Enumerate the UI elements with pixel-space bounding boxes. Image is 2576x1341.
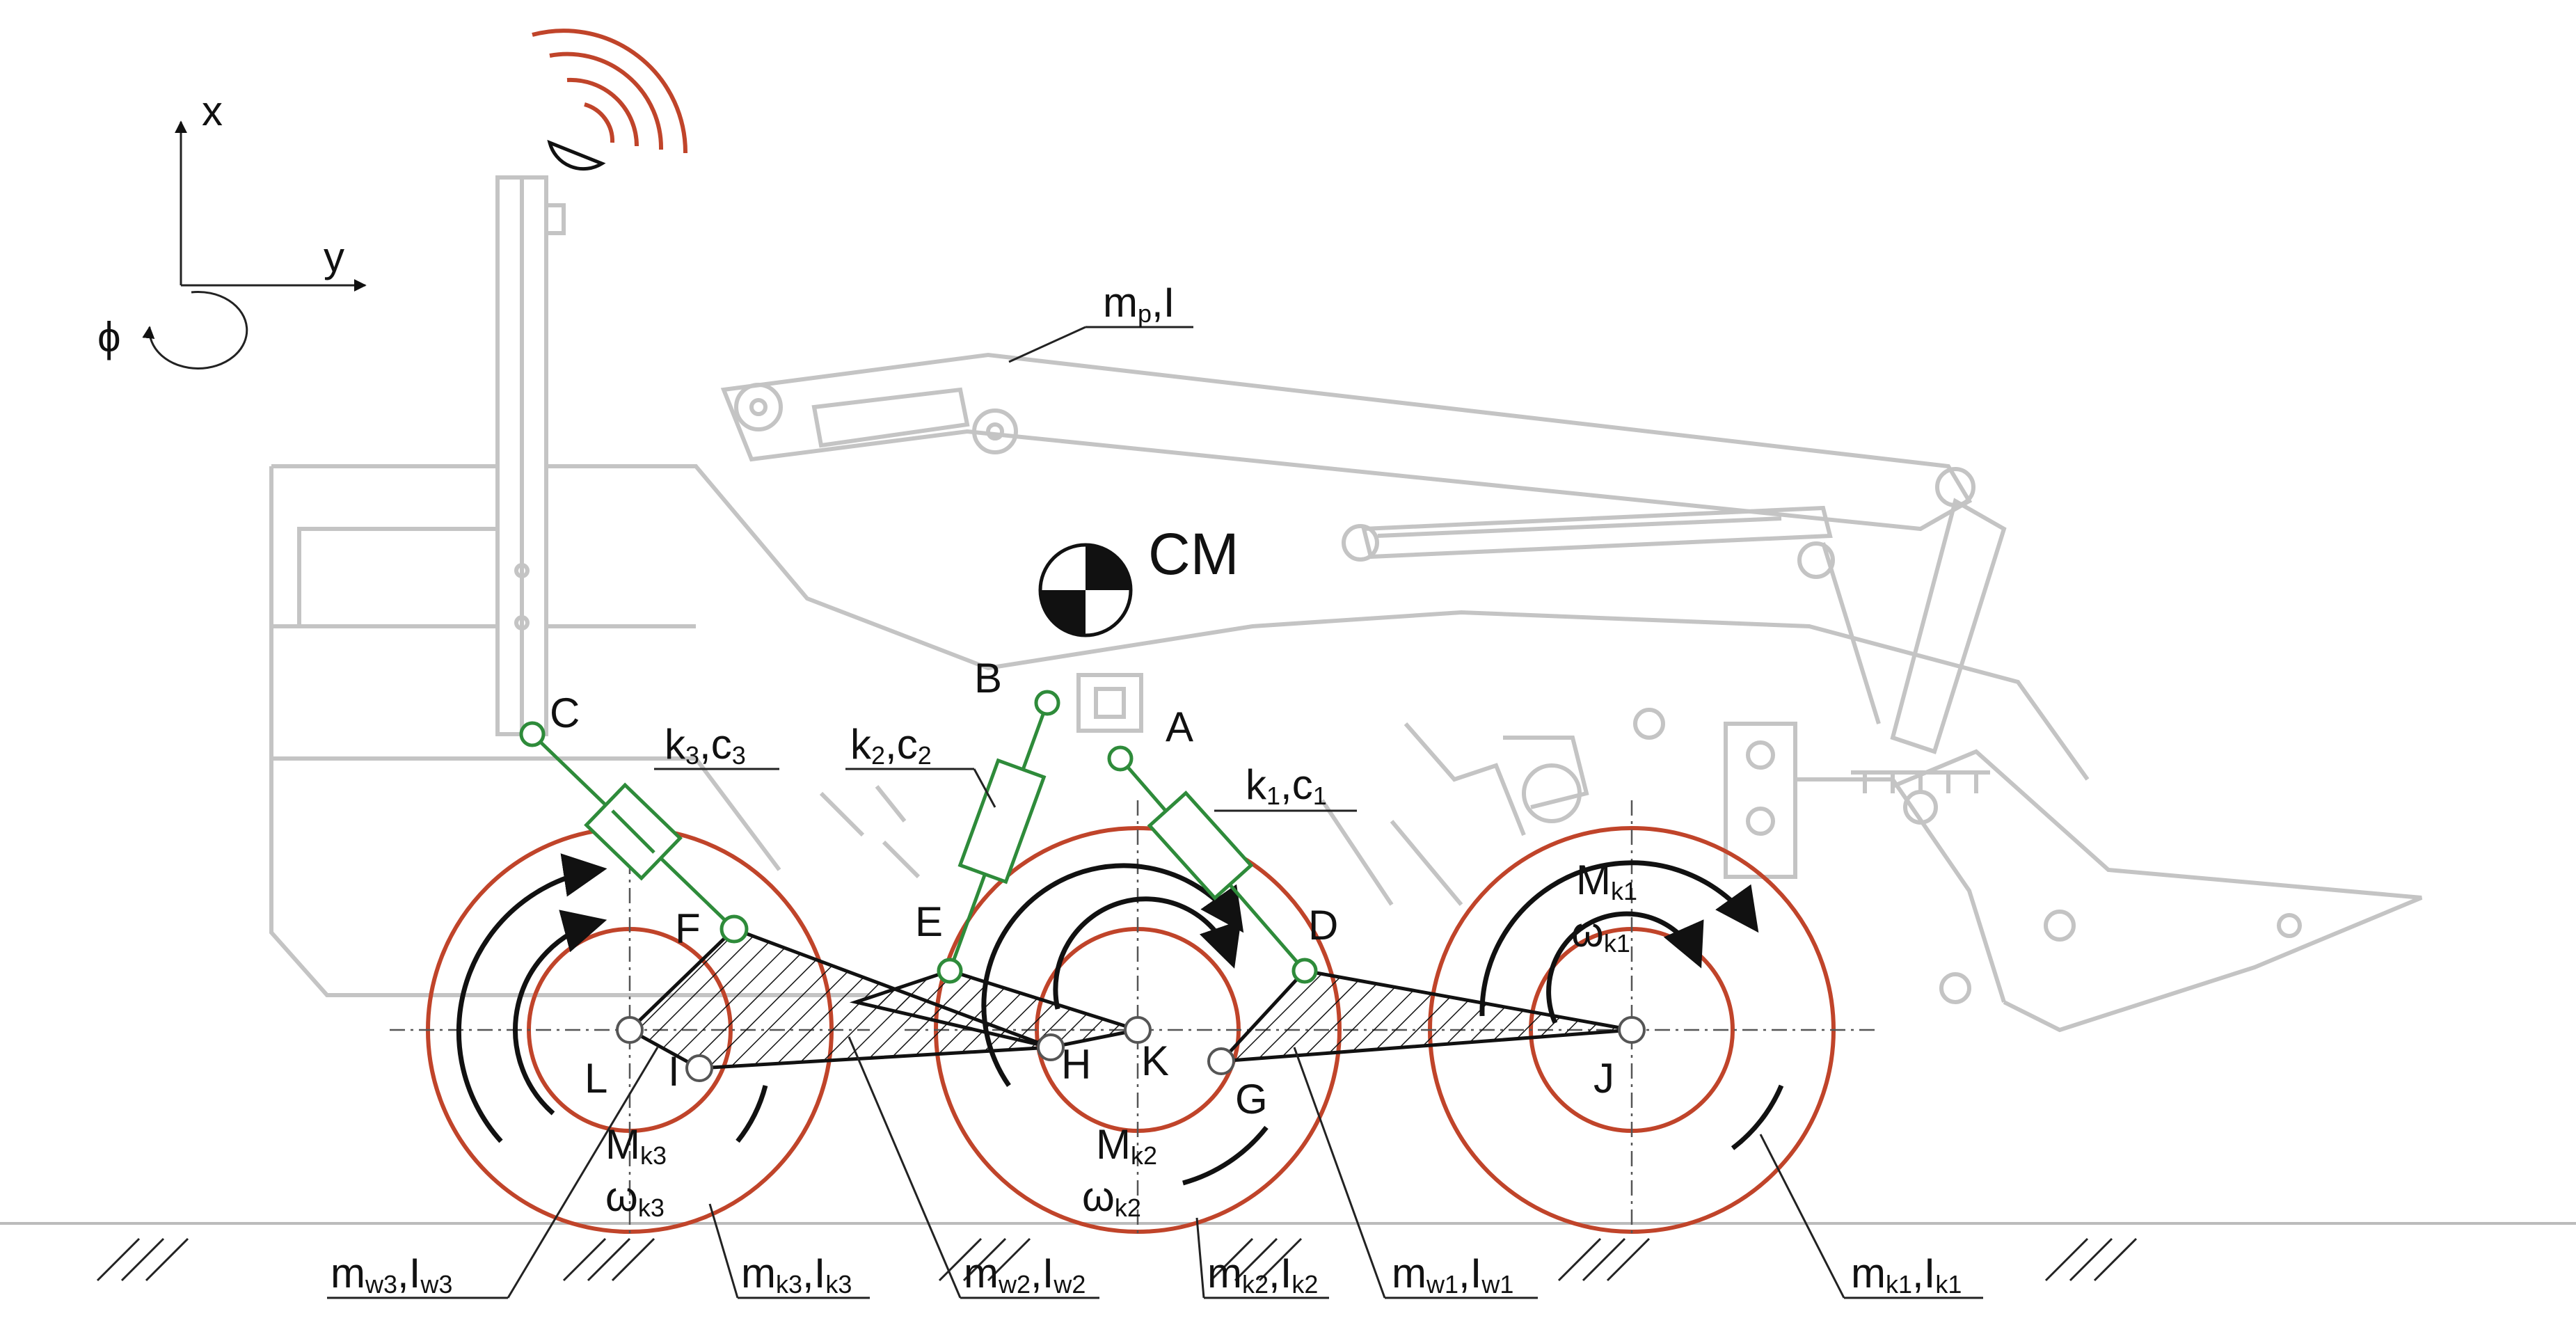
torque-label-k3: Mk3	[605, 1121, 667, 1170]
torque-label-k1: Mk1	[1576, 857, 1637, 905]
suspension-elements	[519, 690, 1318, 984]
spring-labels: k3,c3 k2,c2 k1,c1	[654, 721, 1357, 812]
label-F: F	[675, 905, 701, 952]
callout-mk1: mk1,Ik1	[1851, 1250, 1962, 1299]
center-of-mass-symbol: CM	[1038, 521, 1239, 637]
machine-body	[269, 175, 2423, 1033]
pivot-G	[1207, 1047, 1235, 1075]
spring-label-k2c2: k2,c2	[850, 721, 932, 770]
omega-label-k2: ωk2	[1082, 1173, 1141, 1222]
beam-front	[1216, 969, 1632, 1063]
label-H: H	[1061, 1041, 1091, 1088]
mass-callouts: mp,I mw3,Iw3 mk3,Ik3 mw2,Iw2 mk2,Ik2 mw1	[327, 279, 1983, 1299]
coordinate-axes: x y ϕ	[97, 88, 367, 370]
callout-platform: mp,I	[1103, 279, 1175, 328]
pivot-I	[685, 1054, 713, 1082]
label-K: K	[1141, 1038, 1169, 1084]
axis-y-label: y	[324, 234, 344, 280]
label-I: I	[668, 1048, 680, 1095]
pivot-L	[616, 1016, 644, 1044]
label-L: L	[585, 1055, 607, 1102]
callout-mk2: mk2,Ik2	[1207, 1250, 1318, 1299]
point-labels: A B C D E F G H I J K L	[550, 655, 1614, 1122]
ground	[0, 1222, 2576, 1282]
walking-beams	[626, 927, 1632, 1070]
label-C: C	[550, 690, 580, 736]
callout-mw2: mw2,Iw2	[964, 1250, 1086, 1299]
callout-mw1: mw1,Iw1	[1392, 1250, 1513, 1299]
damper-k1c1	[1107, 745, 1318, 984]
axis-x-label: x	[202, 88, 223, 134]
pivot-H	[1037, 1033, 1065, 1061]
label-J: J	[1593, 1055, 1614, 1102]
axis-phi-label: ϕ	[97, 314, 121, 360]
sensor-antenna-icon	[532, 29, 688, 171]
damper-k3c3	[519, 721, 749, 944]
pivot-points	[616, 1016, 1646, 1082]
label-G: G	[1235, 1076, 1268, 1122]
callout-mw3: mw3,Iw3	[331, 1250, 452, 1299]
damper-k2c2	[937, 690, 1060, 984]
label-E: E	[915, 898, 943, 945]
omega-label-k1: ωk1	[1571, 909, 1630, 958]
spring-label-k1c1: k1,c1	[1246, 761, 1327, 810]
omega-label-k3: ωk3	[605, 1173, 665, 1222]
spring-label-k3c3: k3,c3	[665, 721, 746, 770]
label-D: D	[1308, 902, 1338, 949]
torque-label-k2: Mk2	[1096, 1121, 1157, 1170]
torque-labels: Mk1 ωk1 Mk2 ωk2 Mk3 ωk3	[605, 857, 1637, 1222]
callout-mk3: mk3,Ik3	[741, 1250, 852, 1299]
pivot-K	[1124, 1016, 1152, 1044]
center-of-mass-label: CM	[1148, 521, 1239, 587]
pivot-J	[1618, 1016, 1646, 1044]
label-A: A	[1166, 704, 1193, 750]
label-B: B	[974, 655, 1002, 701]
